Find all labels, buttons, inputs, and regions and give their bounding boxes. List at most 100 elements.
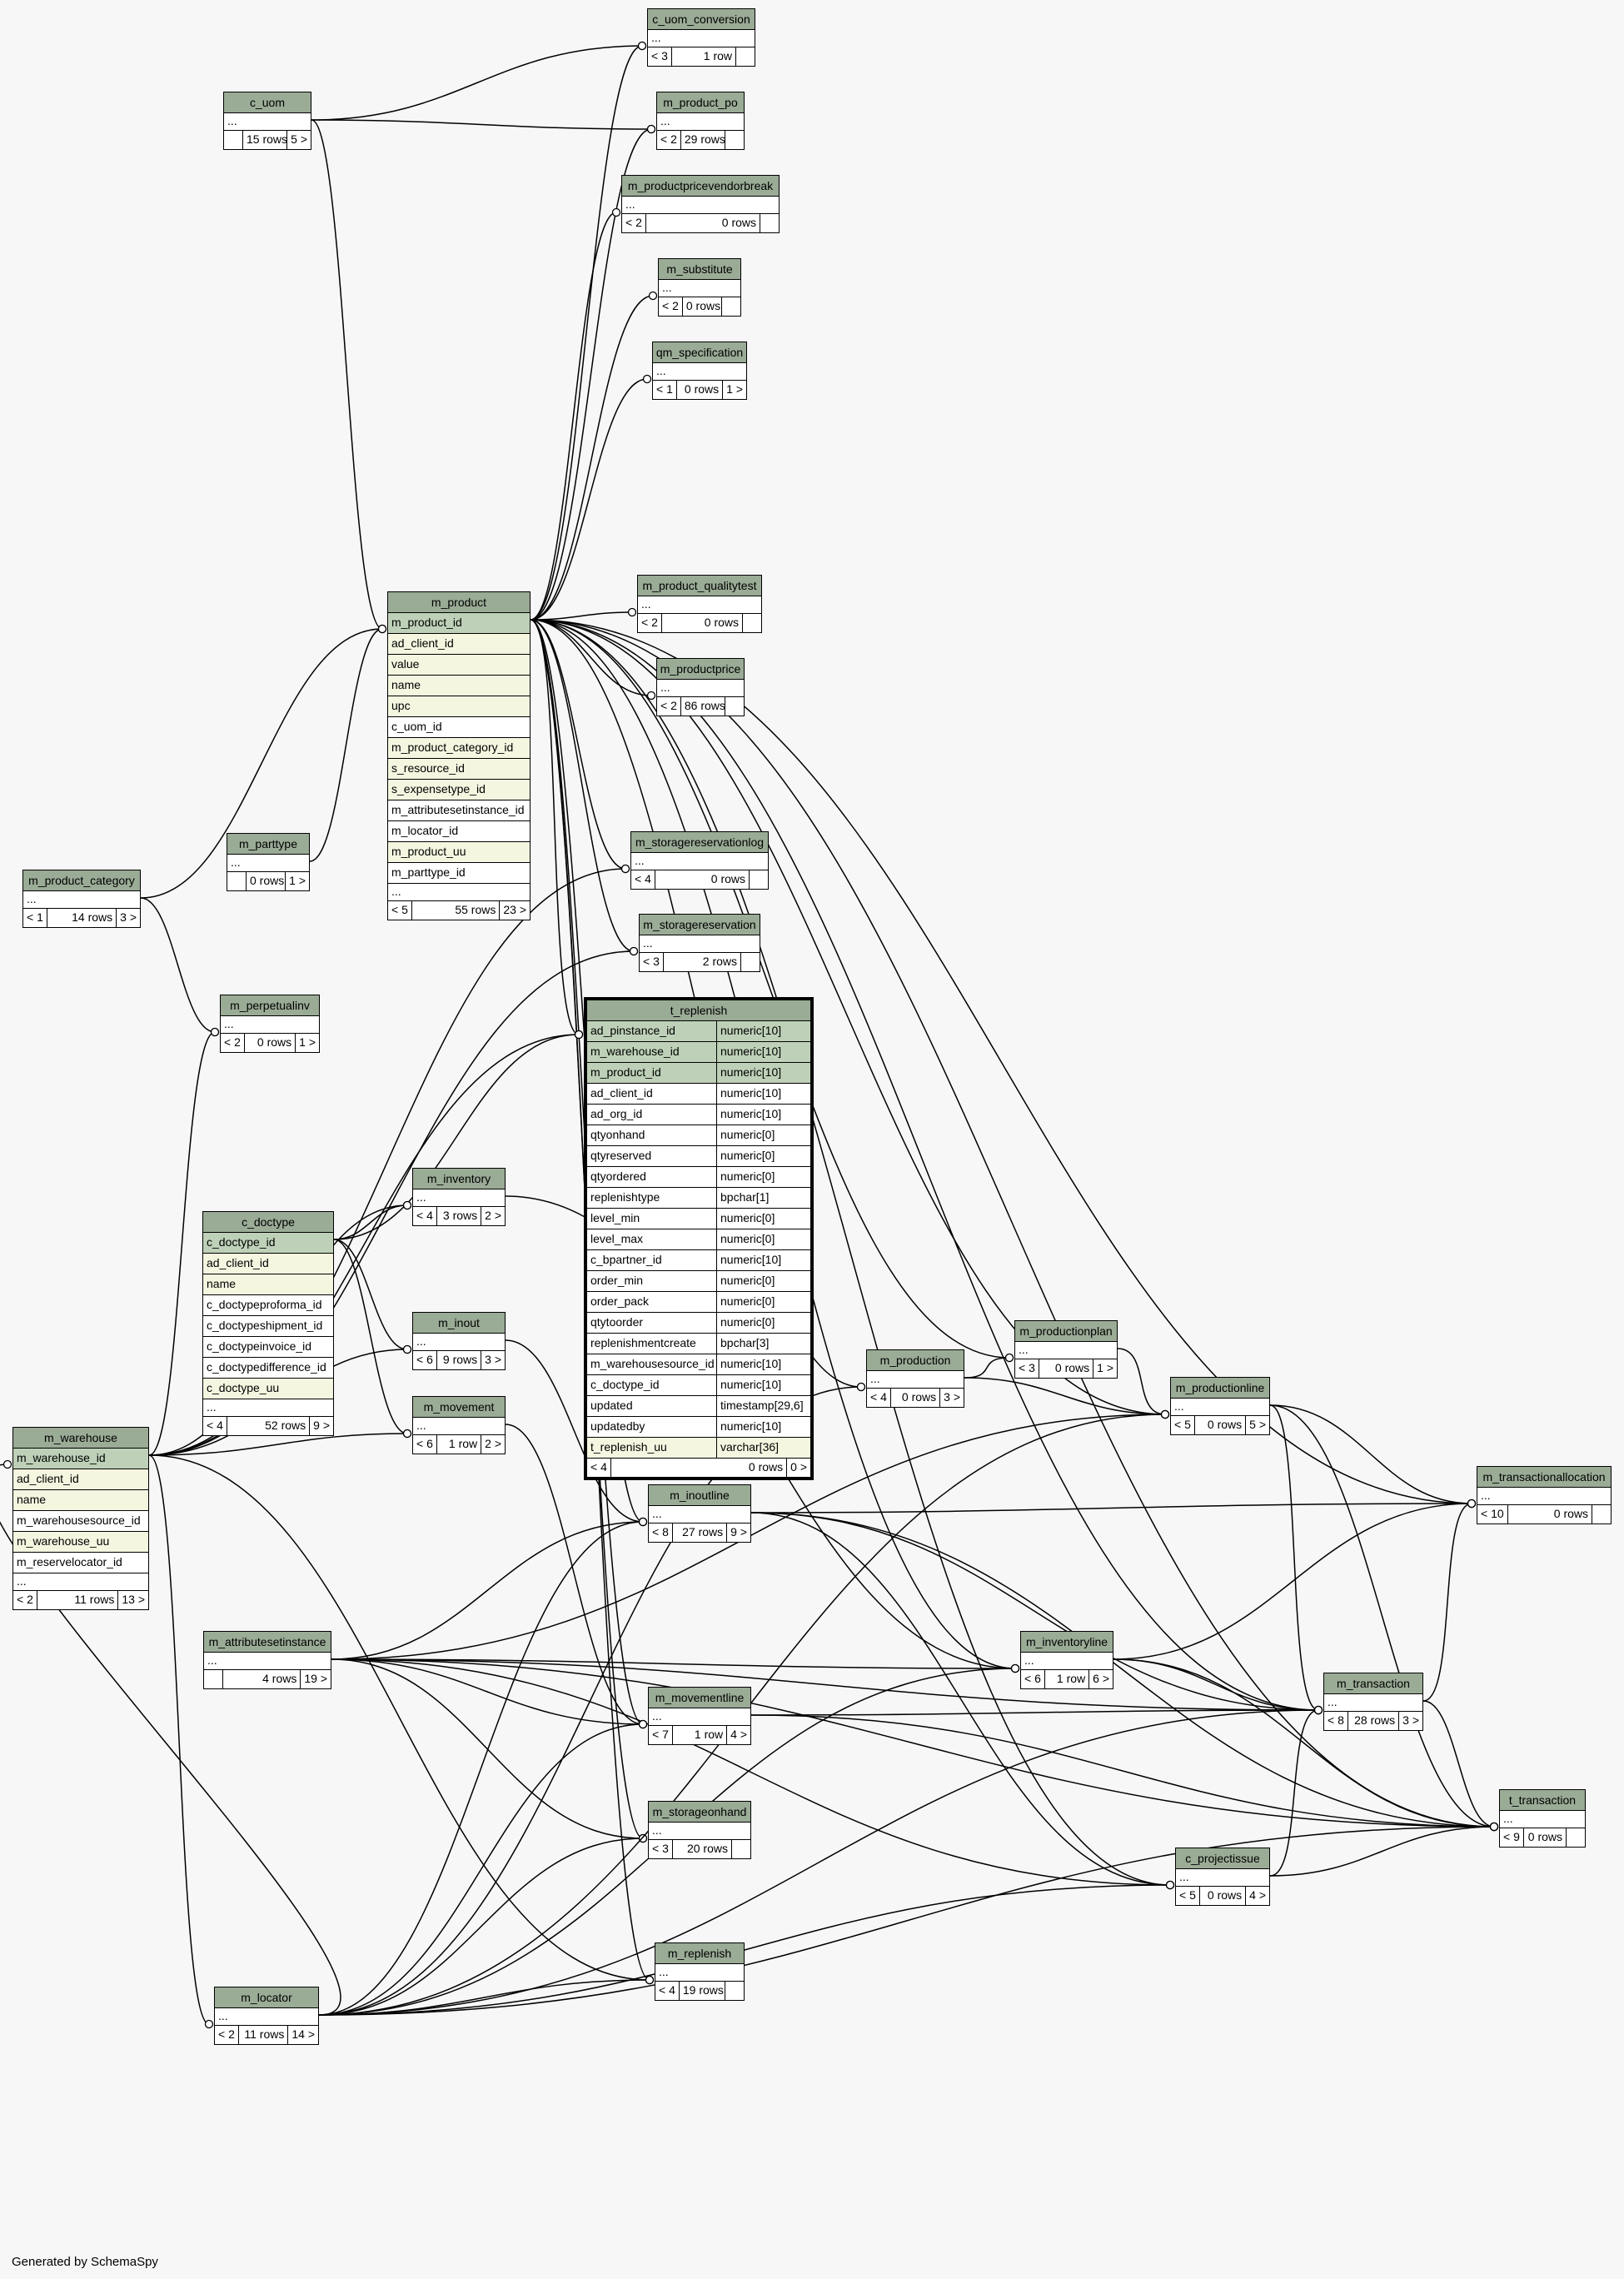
children-count[interactable]: 2 > bbox=[485, 1437, 501, 1450]
column-row[interactable]: s_expensetype_id bbox=[388, 780, 530, 800]
table-name[interactable]: m_storageonhand bbox=[649, 1802, 750, 1823]
more-columns[interactable]: ... bbox=[1015, 1342, 1117, 1359]
column-row[interactable]: m_product_category_id bbox=[388, 738, 530, 759]
children-count[interactable]: 3 > bbox=[944, 1390, 960, 1404]
column-row[interactable]: c_doctype_id bbox=[203, 1233, 333, 1254]
children-count[interactable]: 5 > bbox=[291, 132, 307, 146]
column-row[interactable]: c_doctypedifference_id bbox=[203, 1358, 333, 1379]
more-columns[interactable]: ... bbox=[655, 1964, 744, 1982]
more-columns[interactable]: ... bbox=[388, 884, 530, 901]
more-columns[interactable]: ... bbox=[648, 30, 755, 47]
children-count[interactable] bbox=[722, 297, 740, 316]
parents-count[interactable]: < 2 bbox=[224, 1035, 241, 1049]
more-columns[interactable]: ... bbox=[413, 1189, 505, 1207]
more-columns[interactable]: ... bbox=[649, 1823, 750, 1840]
children-count[interactable] bbox=[736, 47, 755, 66]
more-columns[interactable]: ... bbox=[649, 1506, 750, 1523]
children-count[interactable]: 19 > bbox=[304, 1672, 327, 1685]
table-name[interactable]: c_doctype bbox=[203, 1212, 333, 1233]
more-columns[interactable]: ... bbox=[631, 853, 768, 870]
more-columns[interactable]: ... bbox=[640, 935, 760, 953]
column-row[interactable]: m_product_id bbox=[388, 613, 530, 634]
parents-count[interactable]: < 7 bbox=[652, 1728, 669, 1741]
parents-count[interactable]: < 10 bbox=[1481, 1507, 1504, 1520]
more-columns[interactable]: ... bbox=[867, 1371, 964, 1389]
parents-count[interactable]: < 2 bbox=[218, 2027, 235, 2041]
table-name[interactable]: m_storagereservation bbox=[640, 915, 760, 935]
parents-count[interactable] bbox=[227, 872, 246, 890]
more-columns[interactable]: ... bbox=[203, 1399, 333, 1417]
parents-count[interactable]: < 4 bbox=[207, 1419, 223, 1432]
more-columns[interactable]: ... bbox=[23, 891, 140, 909]
parents-count[interactable]: < 8 bbox=[652, 1525, 669, 1538]
table-name[interactable]: m_product_qualitytest bbox=[638, 576, 761, 596]
more-columns[interactable]: ... bbox=[649, 1708, 750, 1726]
table-name[interactable]: m_storagereservationlog bbox=[631, 832, 768, 853]
children-count[interactable] bbox=[743, 614, 761, 632]
parents-count[interactable]: < 5 bbox=[1174, 1418, 1191, 1431]
parents-count[interactable]: < 2 bbox=[17, 1593, 33, 1606]
table-name[interactable]: m_attributesetinstance bbox=[204, 1632, 331, 1653]
more-columns[interactable]: ... bbox=[204, 1653, 331, 1670]
table-name[interactable]: m_inoutline bbox=[649, 1485, 750, 1506]
children-count[interactable]: 5 > bbox=[1249, 1418, 1266, 1431]
more-columns[interactable]: ... bbox=[1171, 1399, 1269, 1416]
table-name[interactable]: m_substitute bbox=[659, 259, 740, 280]
parents-count[interactable]: < 3 bbox=[1019, 1361, 1035, 1374]
more-columns[interactable]: ... bbox=[622, 197, 779, 214]
children-count[interactable] bbox=[725, 697, 744, 716]
children-count[interactable]: 0 > bbox=[790, 1460, 807, 1474]
table-name[interactable]: c_uom bbox=[224, 92, 311, 113]
table-name[interactable]: m_productpricevendorbreak bbox=[622, 176, 779, 197]
column-row[interactable]: c_doctypeinvoice_id bbox=[203, 1337, 333, 1358]
column-row[interactable]: m_product_uu bbox=[388, 842, 530, 863]
column-row[interactable]: m_warehouse_id bbox=[13, 1449, 148, 1469]
column-row[interactable]: m_parttype_id bbox=[388, 863, 530, 884]
column-row[interactable]: s_resource_id bbox=[388, 759, 530, 780]
column-row[interactable]: name bbox=[203, 1274, 333, 1295]
parents-count[interactable] bbox=[204, 1670, 222, 1688]
more-columns[interactable]: ... bbox=[413, 1418, 505, 1435]
parents-count[interactable]: < 2 bbox=[625, 216, 642, 229]
parents-count[interactable]: < 8 bbox=[1328, 1713, 1344, 1727]
children-count[interactable]: 6 > bbox=[1093, 1672, 1109, 1685]
more-columns[interactable]: ... bbox=[657, 113, 744, 131]
parents-count[interactable]: < 1 bbox=[27, 910, 43, 924]
more-columns[interactable]: ... bbox=[13, 1573, 148, 1591]
column-row[interactable]: c_uom_id bbox=[388, 717, 530, 738]
table-name[interactable]: m_replenish bbox=[655, 1943, 744, 1964]
children-count[interactable] bbox=[750, 870, 768, 889]
parents-count[interactable]: < 4 bbox=[635, 872, 651, 885]
parents-count[interactable]: < 3 bbox=[643, 955, 660, 968]
children-count[interactable]: 4 > bbox=[1249, 1888, 1266, 1902]
parents-count[interactable] bbox=[224, 131, 242, 149]
parents-count[interactable]: < 2 bbox=[641, 616, 658, 629]
children-count[interactable]: 1 > bbox=[1097, 1361, 1113, 1374]
column-row[interactable]: m_locator_id bbox=[388, 821, 530, 842]
more-columns[interactable]: ... bbox=[227, 855, 309, 872]
